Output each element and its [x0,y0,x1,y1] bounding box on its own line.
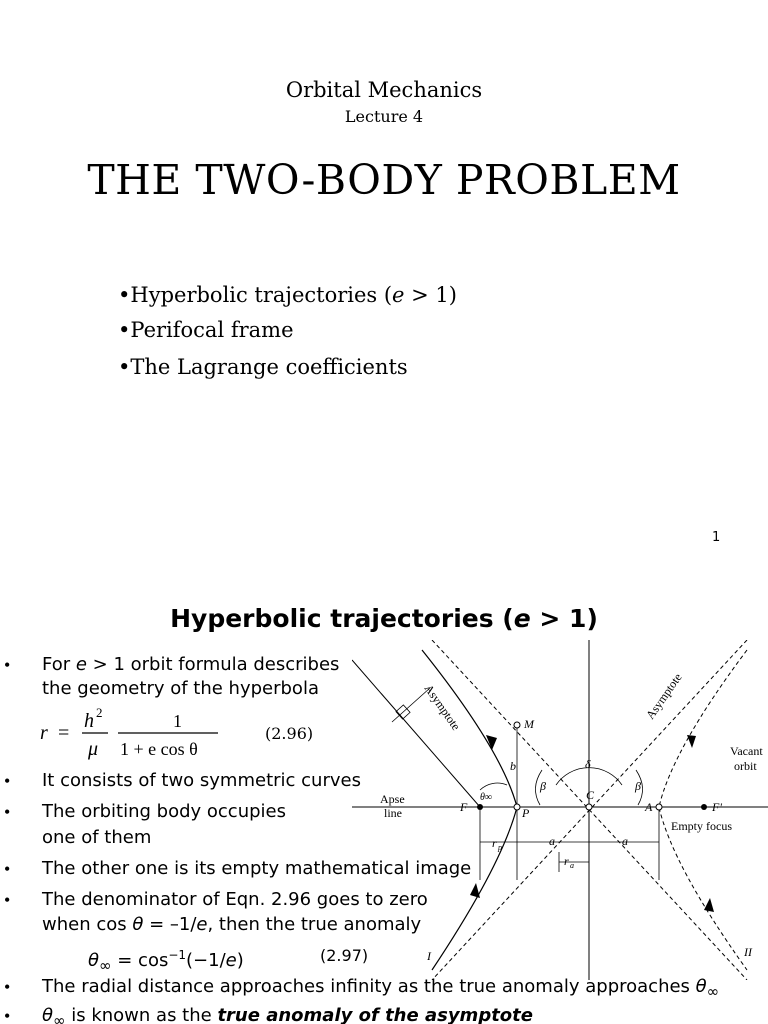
slide-title: Hyperbolic trajectories (e > 1) [0,604,768,633]
equation-number: (2.97) [320,946,369,965]
topic-text: Perifocal frame [130,318,294,342]
bullet-dot: • [4,655,11,675]
orbit-equation: r = h 2 μ 1 1 + e cos θ [40,705,218,760]
bullet-dot: • [4,802,11,822]
topic-text: > 1) [404,283,457,307]
svg-text:F': F' [711,800,722,814]
hyperbolic-slide: Hyperbolic trajectories (e > 1) • For e … [0,580,768,1024]
svg-text:Empty focus: Empty focus [671,819,732,833]
svg-text:r: r [564,854,569,868]
svg-text:P: P [521,806,530,820]
bullet-glyph: • [118,318,131,342]
topic-item: •Perifocal frame [118,318,294,342]
bullet-text: The other one is its empty mathematical … [42,858,472,879]
bullet-text: The denominator of Eqn. 2.96 goes to zer… [42,889,428,910]
bullet-text: θ∞ is known as the true anomaly of the a… [42,1005,533,1024]
svg-text:orbit: orbit [734,759,757,773]
svg-text:2: 2 [96,705,103,720]
svg-text:b: b [510,759,516,773]
svg-text:r: r [40,722,48,744]
bullet-dot: • [4,859,11,879]
svg-text:=: = [58,722,69,744]
equation-number: (2.96) [265,724,314,743]
title-slide: Orbital Mechanics Lecture 4 THE TWO-BODY… [87,78,721,545]
bullet-dot: • [4,1006,11,1024]
svg-text:Apse: Apse [380,792,405,806]
bullet-dot: • [4,977,11,997]
svg-text:μ: μ [87,738,98,760]
bullet-text: The orbiting body occupies [42,801,286,822]
title-variable: e [513,604,531,633]
main-title: THE TWO-BODY PROBLEM [87,156,681,204]
topic-text: The Lagrange coefficients [130,355,408,379]
hyperbola-diagram: Asymptote Asymptote Vacant orbit Apse li… [352,640,768,980]
lecture-label: Lecture 4 [344,107,424,126]
title-text: > 1) [530,604,598,633]
svg-text:δ: δ [585,757,591,771]
bullet-text: one of them [42,827,152,848]
topic-item: •The Lagrange coefficients [118,355,408,379]
svg-text:C: C [586,788,595,802]
svg-text:h: h [84,710,94,732]
focus-ray [352,659,481,808]
svg-text:Vacant: Vacant [730,744,763,758]
bullet-text: the geometry of the hyperbola [42,678,319,699]
topic-item: •Hyperbolic trajectories (e > 1) [118,283,457,307]
svg-text:Asymptote: Asymptote [422,682,464,733]
svg-text:a: a [622,834,628,848]
page-number: 1 [712,530,721,545]
topic-variable: e [392,283,405,307]
svg-text:p: p [497,843,502,852]
svg-text:line: line [384,806,402,820]
svg-text:1 + e cos θ: 1 + e cos θ [120,739,198,759]
svg-text:a: a [549,834,555,848]
bullet-text: when cos θ = –1/e, then the true anomaly [42,914,422,935]
svg-text:M: M [523,717,535,731]
svg-text:I: I [426,949,432,963]
svg-text:β: β [539,779,546,793]
title-text: Hyperbolic trajectories ( [170,604,514,633]
svg-text:a: a [570,861,574,870]
bullet-text: The radial distance approaches infinity … [42,976,720,1001]
svg-text:F: F [459,800,468,814]
bullet-text: It consists of two symmetric curves [42,770,361,791]
svg-text:1: 1 [173,711,182,731]
topic-text: Hyperbolic trajectories ( [130,283,393,307]
vacant-branch [658,649,748,971]
svg-text:θ∞: θ∞ [480,792,492,803]
bullet-text: For e > 1 orbit formula describes [42,654,340,675]
svg-text:β: β [634,779,641,793]
svg-text:II: II [743,945,753,959]
svg-text:r: r [492,836,497,850]
bullet-dot: • [4,771,11,791]
bullet-glyph: • [118,355,131,379]
focus-point [477,804,483,810]
svg-text:A: A [644,800,653,814]
bullet-dot: • [4,890,11,910]
bullet-glyph: • [118,283,131,307]
asymptote-anomaly-equation: θ∞ = cos−1(−1/e) [88,948,244,975]
course-title: Orbital Mechanics [285,78,483,102]
